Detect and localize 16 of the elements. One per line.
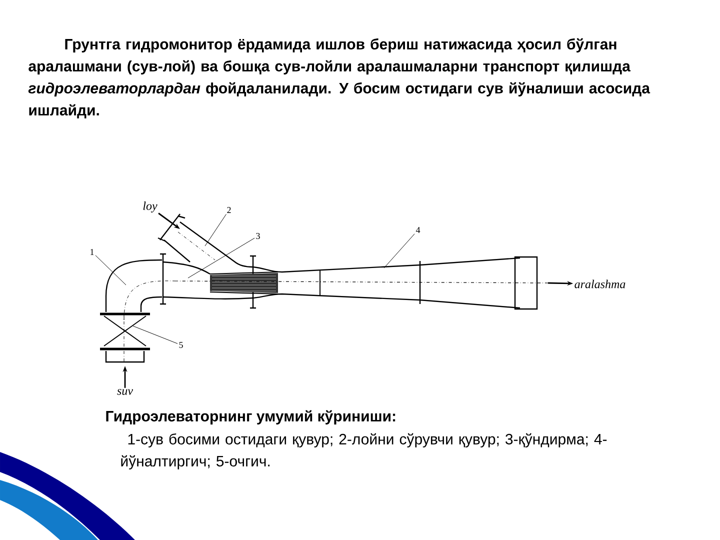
leader-line	[95, 255, 126, 286]
leader-line	[188, 238, 255, 278]
flow-label: suv	[117, 389, 133, 395]
flow-label: loy	[143, 202, 158, 212]
callout-number: 1	[90, 249, 94, 255]
callout-number: 3	[256, 232, 260, 240]
flow-label: aralashma	[574, 280, 626, 288]
callout-number: 4	[416, 227, 420, 233]
leader-line	[384, 234, 415, 268]
callout-number: 2	[227, 207, 231, 213]
intro-paragraph: Грунтга гидромонитор ёрдамида ишлов бериш натижасида ҳосил бўлган аралашмани (сув-лой) ва бошқа сув-лойли аралашмаларни транспорт қилишда гидроэлеваторлардан фойдаланилади. У босим остидаги сув йўналиши асосида ишлайди.	[28, 38, 650, 118]
legend-text: 1-сув босими остидаги қувур; 2-лойни сўрувчи қувур; 3-қўндирма; 4-йўналтиргич; 5-очгич.	[121, 433, 607, 470]
caption: Гидроэлеваторнинг умумий кўриниши:	[106, 410, 396, 424]
callout-number: 5	[179, 342, 183, 348]
leader-line	[204, 214, 226, 246]
leader-line	[132, 326, 178, 344]
